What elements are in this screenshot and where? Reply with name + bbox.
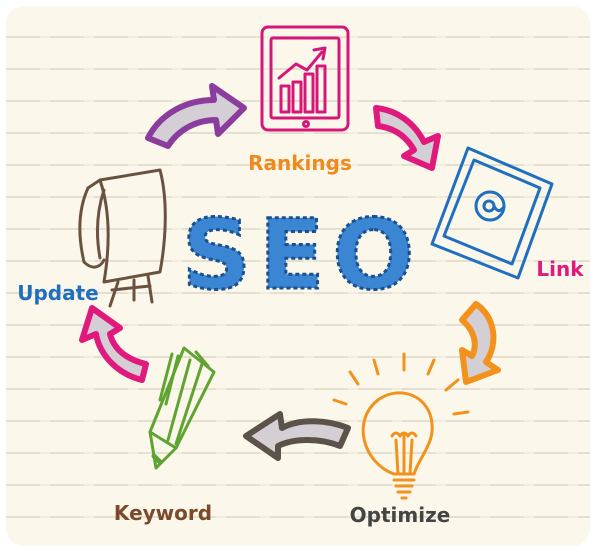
cycle-arrow-orange bbox=[459, 301, 501, 385]
label-optimize: Optimize bbox=[350, 503, 451, 527]
flip-chart-easel-icon bbox=[78, 168, 167, 308]
label-link: Link bbox=[536, 257, 584, 281]
at-sign-document-icon bbox=[430, 146, 554, 280]
cycle-arrow-gray bbox=[243, 411, 351, 461]
rising-bar-chart-tablet-icon bbox=[260, 25, 350, 132]
cycle-arrow-magenta-top bbox=[373, 105, 441, 171]
diagram-card bbox=[6, 6, 590, 546]
label-rankings: Rankings bbox=[248, 151, 352, 175]
pencil-icon bbox=[148, 346, 216, 470]
light-bulb-icon bbox=[332, 352, 470, 500]
label-keyword: Keyword bbox=[114, 501, 212, 525]
seo-title: SEO bbox=[182, 199, 422, 311]
cycle-arrow-magenta-left bbox=[79, 305, 149, 383]
cycle-arrow-purple bbox=[145, 83, 247, 149]
label-update: Update bbox=[17, 281, 99, 305]
